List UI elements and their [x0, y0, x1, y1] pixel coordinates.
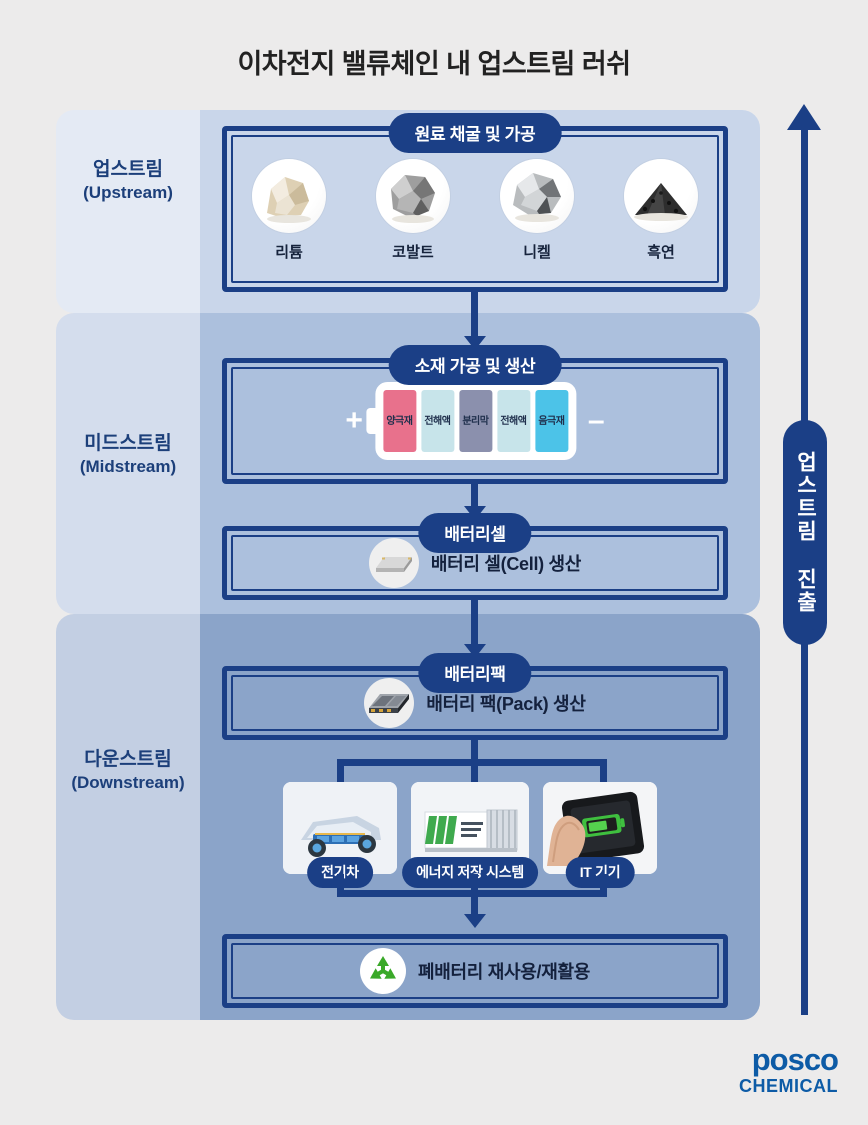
application-card-ev[interactable]: 전기차 — [283, 782, 397, 888]
connector-app-it-down — [600, 874, 607, 896]
mineral-item: 흑연 — [613, 159, 709, 262]
battery-segment-electrolyte-2: 전해액 — [496, 390, 530, 452]
stage-label-downstream-en: (Downstream) — [71, 772, 185, 792]
application-card-ess[interactable]: 에너지 저장 시스템 — [402, 782, 538, 888]
battery-cell-content: 배터리 셀(Cell) 생산 — [227, 531, 723, 595]
recycle-content: 폐배터리 재사용/재활용 — [227, 939, 723, 1003]
battery-plus-sign: + — [345, 404, 363, 437]
connector-arrow-to-recycle — [464, 914, 486, 928]
smartphone-charging-icon — [543, 782, 657, 874]
recycle-icon — [359, 948, 406, 994]
battery-cell-text: 배터리 셀(Cell) 생산 — [430, 554, 582, 574]
stage-label-upstream: 업스트림 (Upstream) — [56, 158, 200, 203]
mineral-name: 리튬 — [275, 244, 303, 261]
cobalt-ore-icon — [376, 159, 450, 233]
mineral-item: 리튬 — [241, 159, 337, 262]
page-title: 이차전지 밸류체인 내 업스트림 러쉬 — [237, 49, 631, 79]
application-card-it[interactable]: IT 기기 — [543, 782, 657, 888]
battery-segment-cathode: 양극재 — [382, 390, 416, 452]
stage-label-upstream-kr: 업스트림 — [93, 159, 163, 180]
mineral-item: 니켈 — [489, 159, 585, 262]
connector-material-to-cell — [471, 484, 478, 508]
connector-app-ev-down — [337, 874, 344, 896]
connector-app-ess-down — [471, 874, 478, 896]
battery-pack-icon — [364, 678, 415, 728]
battery-body: 양극재 전해액 분리막 전해액 음극재 — [374, 382, 576, 460]
recycle-text: 폐배터리 재사용/재활용 — [417, 962, 590, 982]
minerals-list: 리튬 코발트 — [227, 159, 723, 262]
battery-cell-icon — [368, 538, 419, 588]
recycle-box: 폐배터리 재사용/재활용 — [222, 934, 728, 1008]
upstream-arrow-label: 업스트림 진출 — [783, 420, 827, 645]
lithium-ore-icon — [252, 159, 326, 233]
raw-materials-header: 원료 채굴 및 가공 — [388, 113, 562, 153]
logo-posco-text: posco — [751, 1042, 839, 1077]
application-label-ess: 에너지 저장 시스템 — [402, 857, 538, 888]
battery-pack-header: 배터리팩 — [418, 653, 532, 693]
mineral-name: 코발트 — [392, 244, 434, 261]
battery-segment-separator: 분리막 — [458, 390, 492, 452]
mineral-name: 니켈 — [523, 244, 551, 261]
battery-pack-text: 배터리 팩(Pack) 생산 — [426, 694, 586, 714]
recycle-box-inner-border — [231, 943, 719, 999]
connector-raw-to-material — [471, 292, 478, 338]
battery-minus-sign: – — [587, 404, 605, 437]
battery-cell-header: 배터리셀 — [418, 513, 532, 553]
battery-pack-content: 배터리 팩(Pack) 생산 — [227, 671, 723, 735]
stage-label-midstream: 미드스트림 (Midstream) — [56, 432, 200, 477]
mineral-item: 코발트 — [365, 159, 461, 262]
connector-app-it-leg — [600, 759, 607, 783]
nickel-ore-icon — [500, 159, 574, 233]
battery-pack-box: 배터리팩 배터리 팩(Pack) 생산 — [222, 653, 728, 740]
material-processing-box: 소재 가공 및 생산 + 양극재 전해액 분리막 전해액 음극재 – — [222, 345, 728, 484]
stage-label-upstream-en: (Upstream) — [83, 182, 173, 202]
material-processing-header: 소재 가공 및 생산 — [388, 345, 562, 385]
posco-chemical-logo: posco CHEMICAL — [739, 1042, 839, 1096]
mineral-name: 흑연 — [647, 244, 675, 261]
stage-label-midstream-kr: 미드스트림 — [84, 433, 172, 454]
battery-cell-box: 배터리셀 배터리 셀(Cell) 생산 — [222, 513, 728, 600]
stage-label-midstream-en: (Midstream) — [79, 456, 177, 476]
battery-segment-electrolyte-1: 전해액 — [420, 390, 454, 452]
connector-pack-down — [471, 740, 478, 775]
connector-app-ev-leg — [337, 759, 344, 783]
stage-label-downstream-kr: 다운스트림 — [84, 749, 172, 770]
logo-chemical-text: CHEMICAL — [739, 1076, 838, 1096]
battery-segment-anode: 음극재 — [534, 390, 568, 452]
graphite-powder-icon — [624, 159, 698, 233]
stage-label-downstream: 다운스트림 (Downstream) — [56, 748, 200, 793]
raw-materials-box: 원료 채굴 및 가공 리튬 — [222, 113, 728, 292]
connector-cell-to-pack-2 — [471, 614, 478, 646]
battery-diagram: + 양극재 전해액 분리막 전해액 음극재 – — [345, 382, 605, 460]
connector-app-ess-leg — [471, 759, 478, 783]
connector-recycle-stem — [471, 890, 478, 918]
